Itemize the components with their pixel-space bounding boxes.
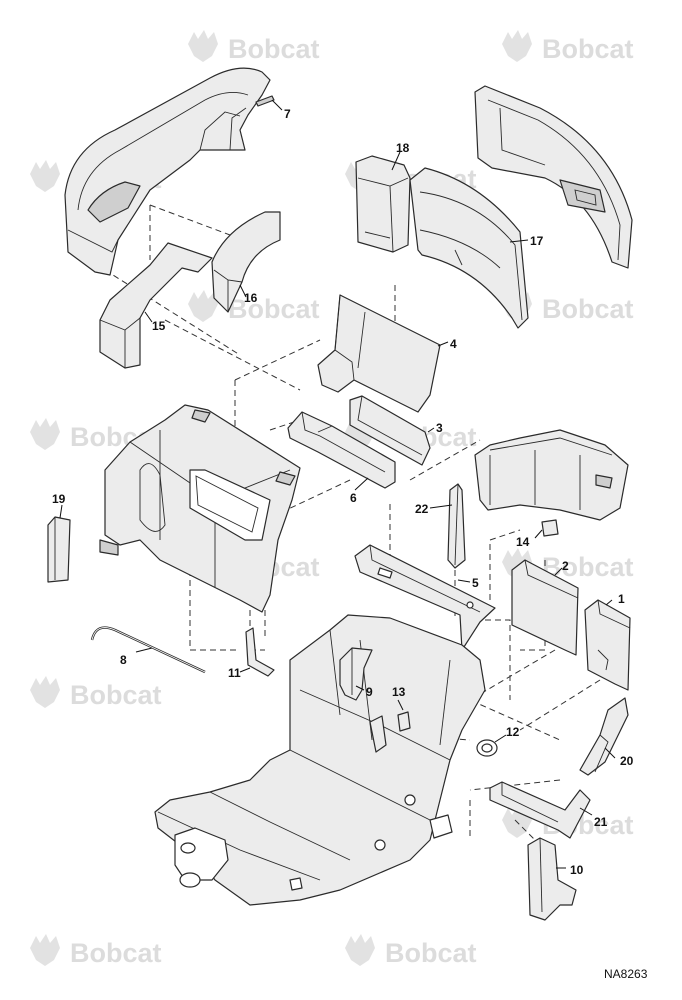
watermark-text: Bobcat <box>542 34 634 64</box>
callouts: 7 18 17 16 15 4 3 6 22 14 2 1 5 19 8 11 … <box>52 107 634 877</box>
drawing-reference-code: NA8263 <box>604 967 648 981</box>
callout-12: 12 <box>506 725 520 739</box>
part-7-pin <box>255 95 275 107</box>
part-16-curved-panel <box>211 211 281 313</box>
rear-door-panel <box>474 85 633 269</box>
watermark-15: Bobcat <box>30 934 162 968</box>
callout-19: 19 <box>52 492 66 506</box>
bobcat-head-icon <box>30 418 60 450</box>
part-5-cover <box>354 544 496 651</box>
callout-13: 13 <box>392 685 406 699</box>
callout-20: 20 <box>620 754 634 768</box>
bobcat-head-icon <box>30 676 60 708</box>
watermark-text: Bobcat <box>542 294 634 324</box>
bobcat-head-icon <box>30 160 60 192</box>
part-21-plate <box>489 781 591 839</box>
leader-lines <box>59 99 616 869</box>
callout-5: 5 <box>472 576 479 590</box>
callout-10: 10 <box>570 863 584 877</box>
callout-7: 7 <box>284 107 291 121</box>
callout-2: 2 <box>562 559 569 573</box>
callout-21: 21 <box>594 815 608 829</box>
bobcat-head-icon <box>30 934 60 966</box>
part-2-panel <box>511 559 579 656</box>
watermark-16: Bobcat <box>345 934 477 968</box>
watermark-text: Bobcat <box>228 294 320 324</box>
part-11-angle <box>245 627 275 677</box>
part-1-panel <box>584 599 631 691</box>
callout-11: 11 <box>228 666 241 680</box>
watermark-1: Bobcat <box>188 30 320 64</box>
part-20-bracket <box>579 697 629 776</box>
small-bracket <box>369 715 387 753</box>
part-15-panel <box>99 242 213 369</box>
bobcat-head-icon <box>502 30 532 62</box>
callout-22: 22 <box>415 502 429 516</box>
part-8-rod <box>90 626 206 674</box>
callout-17: 17 <box>530 234 544 248</box>
callout-6: 6 <box>350 491 357 505</box>
bobcat-head-icon <box>345 934 375 966</box>
callout-15: 15 <box>152 319 166 333</box>
part-14-block <box>541 519 559 537</box>
part-7-upper-cowl <box>64 67 271 276</box>
part-3-block <box>349 395 431 466</box>
callout-3: 3 <box>436 421 443 435</box>
callout-9: 9 <box>366 685 373 699</box>
part-4-side-panel <box>317 294 441 413</box>
part-19-block <box>47 516 71 583</box>
part-22-post <box>447 483 466 569</box>
part-12-ring <box>476 739 498 757</box>
part-6-channel <box>287 411 396 489</box>
watermark-text: Bobcat <box>70 680 162 710</box>
callout-14: 14 <box>516 535 530 549</box>
callout-1: 1 <box>618 592 625 606</box>
part-9-bracket <box>339 647 373 701</box>
part-18-panel <box>355 155 411 253</box>
callout-18: 18 <box>396 141 410 155</box>
watermark-11: Bobcat <box>30 676 162 710</box>
callout-8: 8 <box>120 653 127 667</box>
part-10-bracket <box>527 837 577 921</box>
part-13-block <box>397 711 411 732</box>
callout-4: 4 <box>450 337 457 351</box>
watermark-text: Bobcat <box>385 938 477 968</box>
watermark-text: Bobcat <box>70 938 162 968</box>
watermark-text: Bobcat <box>228 34 320 64</box>
callout-16: 16 <box>244 291 258 305</box>
part-14-bracket <box>474 429 629 521</box>
watermark-5: Bobcat <box>188 290 320 324</box>
chassis-frame <box>154 614 486 906</box>
cab-frame <box>99 404 301 613</box>
watermark-2: Bobcat <box>502 30 634 64</box>
bobcat-head-icon <box>188 30 218 62</box>
watermark-6: Bobcat <box>502 290 634 324</box>
part-17-curved-liner <box>409 167 529 329</box>
